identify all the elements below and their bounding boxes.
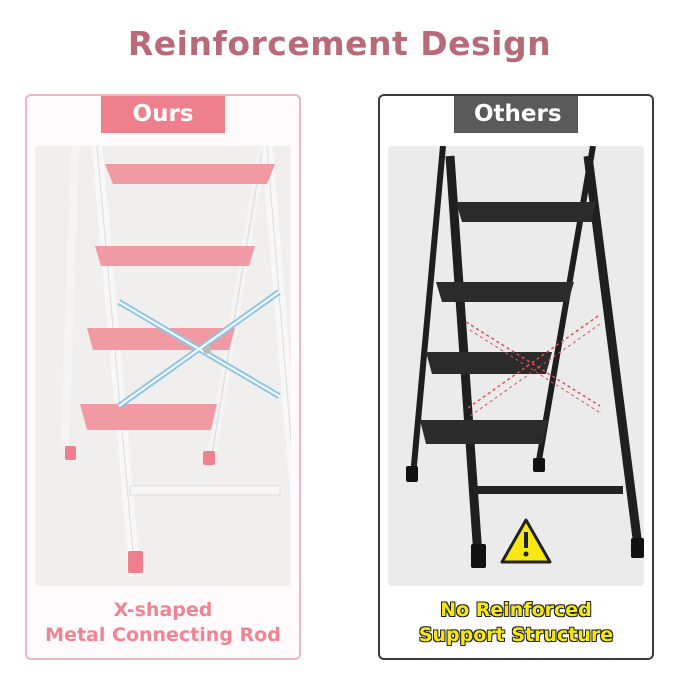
others-label: Others [454,96,578,133]
others-caption-line1: No Reinforced [440,599,592,621]
ours-label: Ours [101,96,225,133]
ours-caption: X-shaped Metal Connecting Rod [27,598,299,648]
page-title: Reinforcement Design [127,24,552,63]
ours-caption-line2: Metal Connecting Rod [45,624,281,646]
ours-caption-line1: X-shaped [113,599,213,621]
others-ladder-image [388,146,644,586]
ours-panel: Ours [25,94,301,660]
others-panel: Others [378,94,654,660]
others-caption: No Reinforced Support Structure [380,598,652,648]
others-caption-line2: Support Structure [418,624,614,646]
ours-ladder-image [35,146,291,586]
warning-icon [500,518,552,564]
